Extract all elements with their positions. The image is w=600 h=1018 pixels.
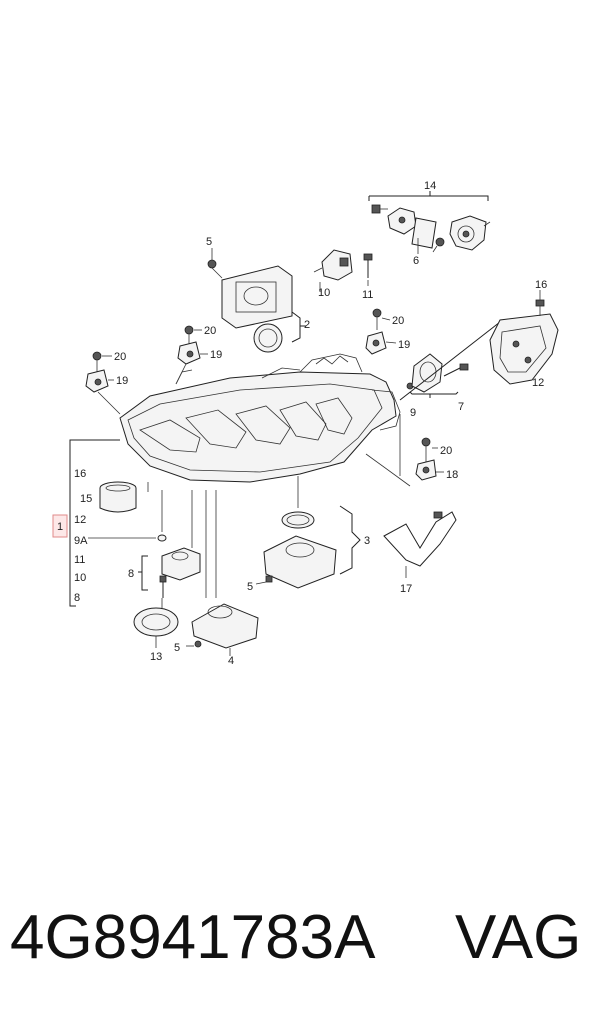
callout-11: 11 bbox=[362, 289, 373, 301]
callout-2: 2 bbox=[304, 319, 310, 331]
callout-14: 14 bbox=[424, 180, 436, 192]
callout-10-left: 10 bbox=[74, 572, 86, 584]
callout-20-a: 20 bbox=[392, 315, 404, 327]
callout-9a: 9A bbox=[74, 535, 88, 547]
callout-5-top: 5 bbox=[206, 236, 212, 248]
callout-8-inner: 8 bbox=[128, 568, 134, 580]
callout-7: 7 bbox=[458, 401, 464, 413]
part-bracket-18 bbox=[399, 414, 444, 481]
part-number-text: 4G8941783A bbox=[10, 903, 376, 972]
callout-16-top: 16 bbox=[535, 279, 547, 291]
callout-1: 1 bbox=[57, 521, 63, 533]
part-module-8 bbox=[88, 490, 201, 598]
callout-5-mid: 5 bbox=[247, 581, 253, 593]
callout-13: 13 bbox=[150, 651, 162, 663]
part-control-unit-4 bbox=[186, 490, 259, 656]
callout-17: 17 bbox=[400, 583, 412, 595]
callout-8-left: 8 bbox=[74, 592, 80, 604]
part-group-14 bbox=[368, 191, 491, 254]
exploded-headlight-diagram: 14 6 5 10 11 16 2 20 20 19 19 20 19 12 9… bbox=[52, 180, 559, 667]
part-fan-9-bracket-12 bbox=[399, 290, 559, 401]
callout-12-left: 12 bbox=[74, 514, 86, 526]
callout-19-a: 19 bbox=[398, 339, 410, 351]
callout-labels: 14 6 5 10 11 16 2 20 20 19 19 20 19 12 9… bbox=[52, 180, 547, 667]
callout-11-left: 11 bbox=[74, 554, 85, 566]
callout-10: 10 bbox=[318, 287, 330, 299]
callout-20-b: 20 bbox=[204, 325, 216, 337]
part-cover-13 bbox=[133, 598, 179, 648]
headlight-housing bbox=[119, 353, 401, 483]
callout-19-b: 19 bbox=[210, 349, 222, 361]
part-cap-15 bbox=[99, 481, 149, 513]
callout-12-right: 12 bbox=[532, 377, 544, 389]
part-group-1-bracket bbox=[69, 439, 120, 607]
callout-5-bottom: 5 bbox=[174, 642, 180, 654]
callout-15: 15 bbox=[80, 493, 92, 505]
brand-text: VAG bbox=[455, 903, 582, 972]
part-module-3 bbox=[255, 476, 361, 589]
part-cable-17 bbox=[365, 453, 457, 578]
footer: 4G8941783A VAG bbox=[0, 888, 600, 988]
callout-4: 4 bbox=[228, 655, 234, 667]
callout-20-c: 20 bbox=[114, 351, 126, 363]
callout-9: 9 bbox=[410, 407, 416, 419]
part-brackets-19-20 bbox=[85, 308, 397, 415]
callout-18: 18 bbox=[446, 469, 458, 481]
part-actuator-10 bbox=[313, 249, 373, 292]
callout-19-c: 19 bbox=[116, 375, 128, 387]
callout-16-left: 16 bbox=[74, 468, 86, 480]
part-control-unit-2 bbox=[207, 248, 306, 353]
callout-20-d: 20 bbox=[440, 445, 452, 457]
callout-6: 6 bbox=[413, 255, 419, 267]
callout-3: 3 bbox=[364, 535, 370, 547]
